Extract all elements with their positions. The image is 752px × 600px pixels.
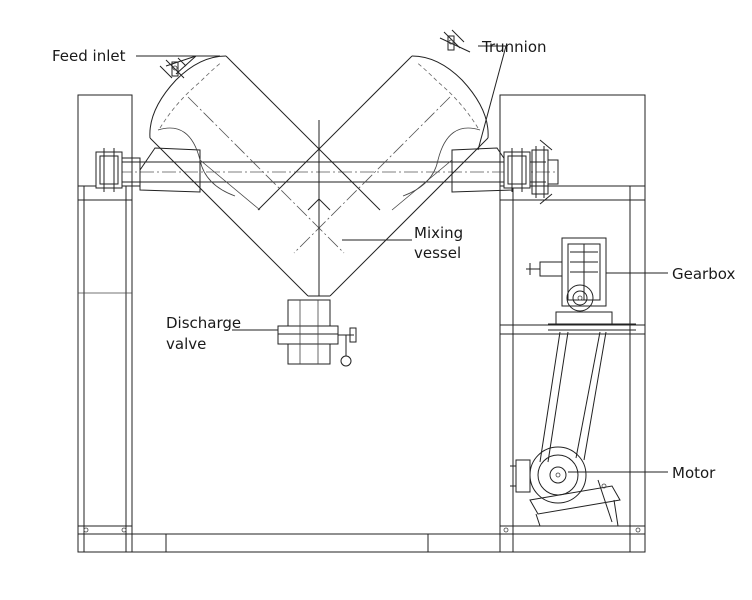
trunnion-label: Trunnion [481,38,547,56]
mixing-vessel [199,120,453,297]
discharge-valve [277,299,357,367]
mixing-vessel-label-line1: Mixing [414,224,463,242]
discharge-valve-label-line1: Discharge [166,314,241,332]
gearbox-label: Gearbox [672,265,735,283]
right-support-frame [499,94,646,553]
mixing-vessel-label-line2: vessel [414,244,461,262]
discharge-valve-label-line2: valve [166,335,206,353]
left-cylinder [149,55,381,297]
drive-belt [539,331,607,463]
leader-lines [136,45,668,473]
left-support-frame [77,94,133,553]
trunnion-shaft [95,139,559,205]
motor-label: Motor [672,464,716,482]
motor [510,446,621,527]
base-frame [131,533,501,553]
feed-inlet-label: Feed inlet [52,47,126,65]
gearbox [526,237,636,331]
